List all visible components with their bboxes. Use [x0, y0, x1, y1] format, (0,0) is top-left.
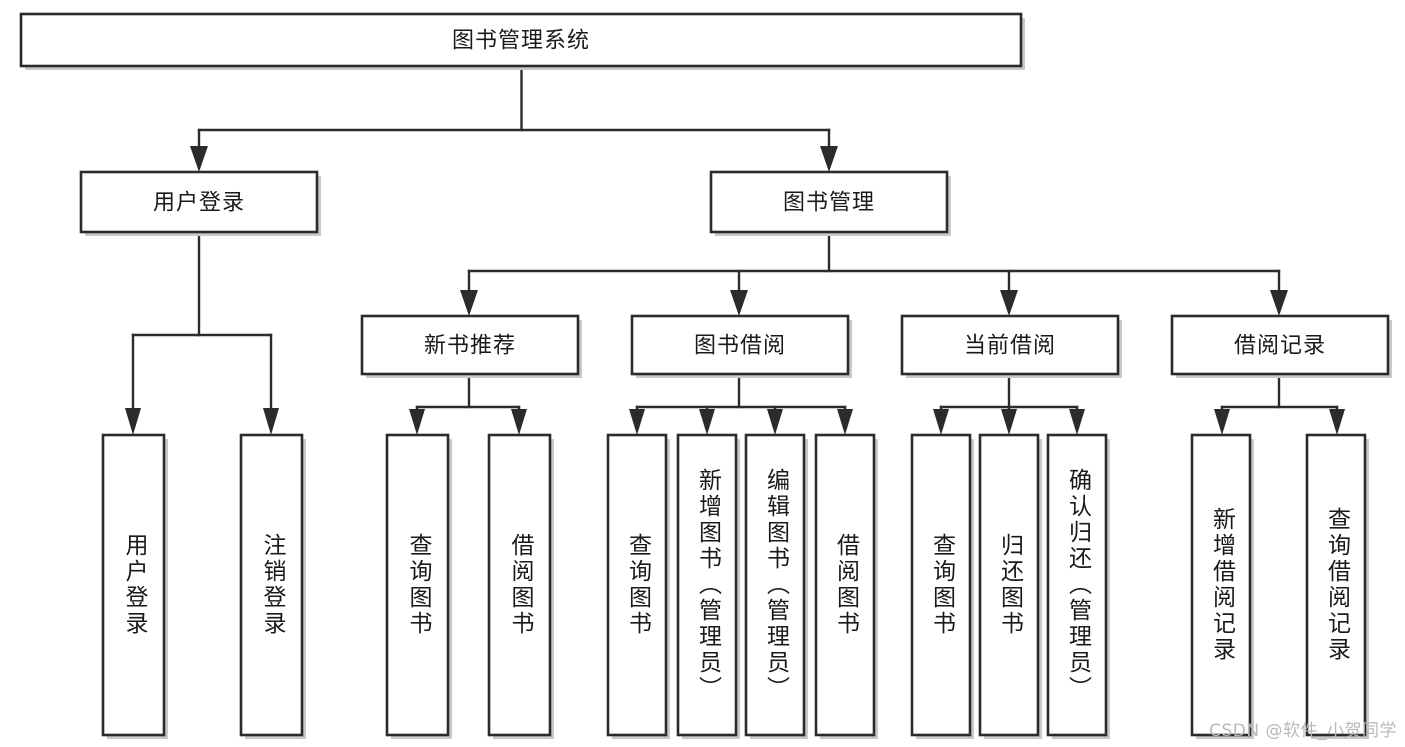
node-book-borrow[interactable]: [630, 314, 850, 376]
node-new-book-recommend-label: 新书推荐: [424, 334, 516, 359]
node-book-borrow-label: 图书借阅: [694, 334, 786, 359]
watermark-text: CSDN @软件_小贺同学: [1209, 721, 1397, 741]
node-leaf-edit-book-admin[interactable]: [744, 433, 806, 737]
arrowhead-leaf-query-book-1: [409, 409, 425, 435]
arrowhead-leaf-add-borrow-record: [1214, 409, 1230, 435]
arrowhead-borrow-record: [1270, 290, 1288, 316]
node-leaf-borrow-book-2[interactable]: [814, 433, 876, 737]
node-leaf-add-book-admin[interactable]: [676, 433, 738, 737]
arrowhead-user-login: [190, 146, 208, 172]
node-book-manage[interactable]: [709, 170, 949, 234]
arrowhead-current-borrow: [1000, 290, 1018, 316]
arrowhead-leaf-borrow-book-1: [511, 409, 527, 435]
node-borrow-record-label: 借阅记录: [1234, 334, 1326, 359]
node-book-manage-label: 图书管理: [783, 191, 875, 216]
node-borrow-record[interactable]: [1170, 314, 1390, 376]
arrowhead-book-manage: [820, 146, 838, 172]
node-leaf-return-book[interactable]: [978, 433, 1040, 737]
node-leaf-query-book-3[interactable]: [910, 433, 972, 737]
node-leaf-query-borrow-record[interactable]: [1305, 433, 1367, 737]
arrowhead-leaf-edit-book-admin: [767, 409, 783, 435]
arrowhead-new-book-recommend: [460, 290, 478, 316]
node-leaf-query-book-2[interactable]: [606, 433, 668, 737]
node-leaf-logout-login[interactable]: [239, 433, 304, 737]
node-current-borrow[interactable]: [900, 314, 1120, 376]
arrowhead-leaf-return-book: [1001, 409, 1017, 435]
node-current-borrow-label: 当前借阅: [964, 334, 1056, 359]
connector-layer: [125, 64, 1345, 435]
node-user-login-label: 用户登录: [153, 191, 245, 216]
arrowhead-leaf-borrow-book-2: [837, 409, 853, 435]
node-leaf-confirm-return-admin[interactable]: [1046, 433, 1108, 737]
node-root-label: 图书管理系统: [452, 29, 590, 54]
arrowhead-leaf-query-book-3: [933, 409, 949, 435]
node-layer: 图书管理系统 用户登录 图书管理 新书推荐 图书借阅 当前借阅 借阅记录: [19, 12, 1390, 737]
node-user-login[interactable]: [79, 170, 319, 234]
arrowhead-leaf-confirm-return-admin: [1069, 409, 1085, 435]
arrowhead-leaf-add-book-admin: [699, 409, 715, 435]
arrowhead-leaf-query-borrow-record: [1329, 409, 1345, 435]
node-leaf-query-book-1[interactable]: [385, 433, 450, 737]
arrowhead-leaf-query-book-2: [629, 409, 645, 435]
arrowhead-book-borrow: [730, 290, 748, 316]
node-leaf-add-borrow-record[interactable]: [1190, 433, 1252, 737]
node-new-book-recommend[interactable]: [360, 314, 580, 376]
node-leaf-borrow-book-1[interactable]: [487, 433, 552, 737]
arrowhead-leaf-user-login: [125, 408, 141, 435]
node-root[interactable]: [19, 12, 1023, 68]
arrowhead-leaf-logout-login: [263, 408, 279, 435]
node-leaf-user-login[interactable]: [101, 433, 166, 737]
